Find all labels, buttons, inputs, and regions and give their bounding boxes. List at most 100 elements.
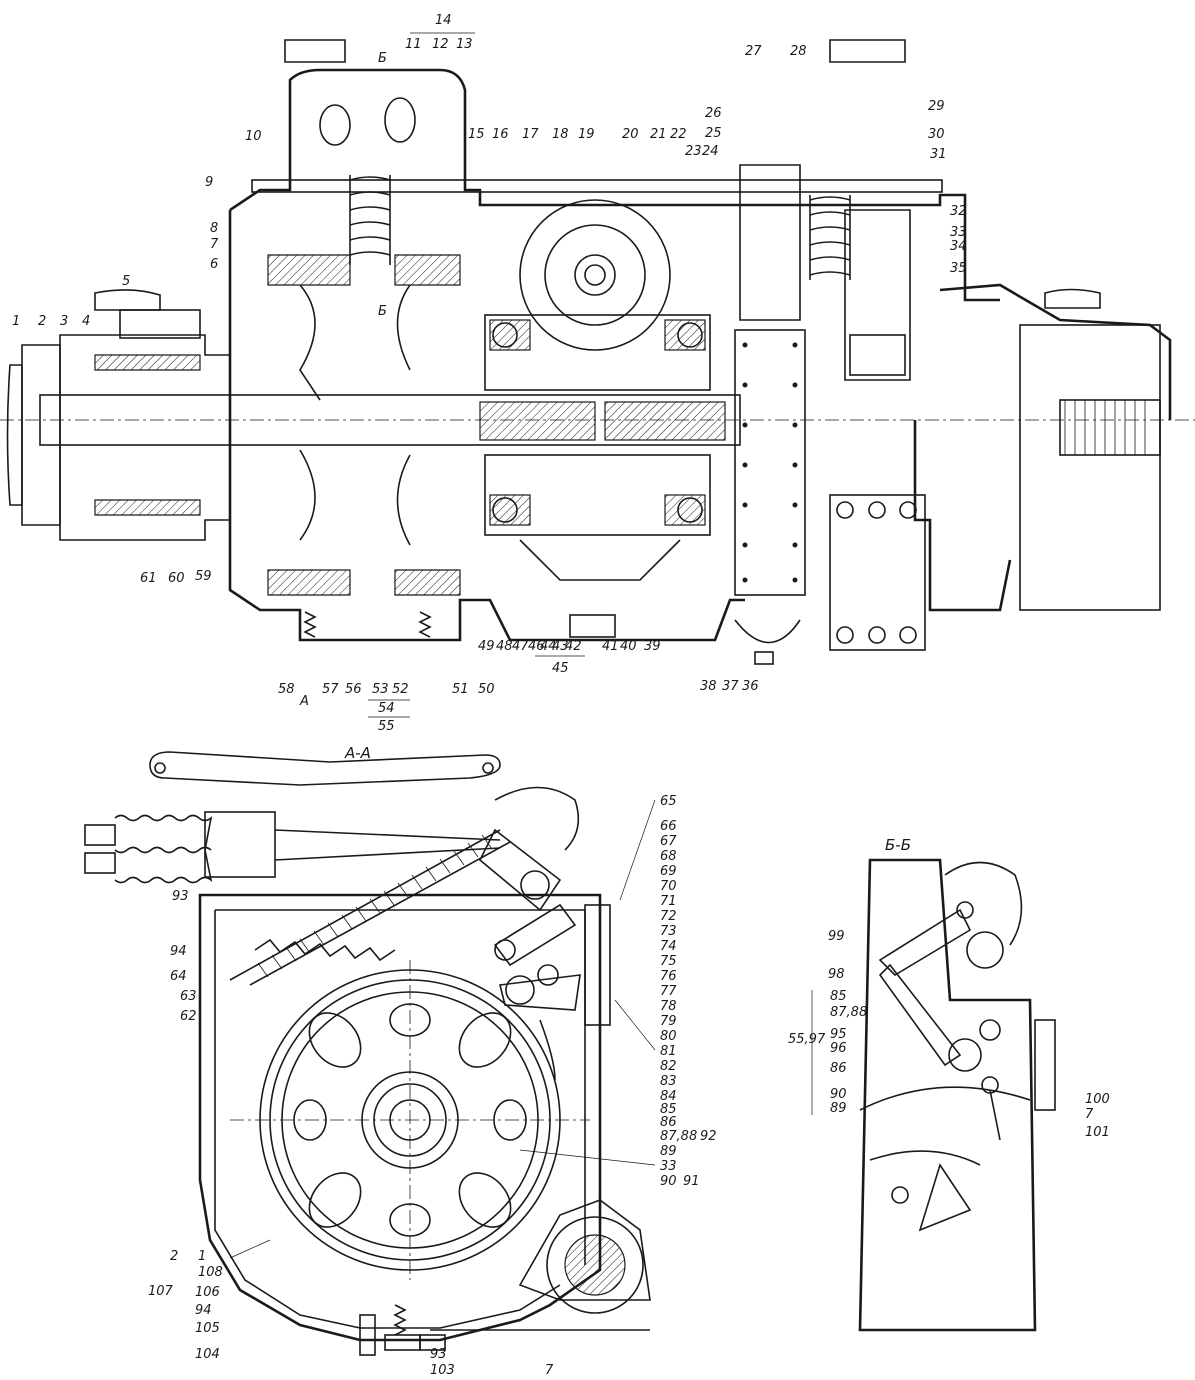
callout-label: 67 [660, 834, 677, 849]
callout-label: 37 [722, 679, 739, 694]
section-aa-title: А-А [344, 744, 371, 762]
cut-mark-a: А [299, 694, 309, 709]
callout-label: 92 [700, 1129, 717, 1144]
callout-label: 17 [522, 127, 539, 142]
callout-label: 57 [322, 682, 339, 697]
callout-label: 50 [478, 682, 495, 697]
callout-label: 93 [172, 889, 189, 904]
callout-label: 56 [345, 682, 362, 697]
callout-label: 66 [660, 819, 677, 834]
callout-label: 48 [496, 639, 513, 654]
callout-label: 12 [432, 37, 449, 52]
section-aa-view [84, 751, 651, 1356]
callout-label: 46 [528, 639, 545, 654]
callout-label: 2 [170, 1249, 178, 1264]
callout-label: 70 [660, 879, 677, 894]
callout-label: 14 [435, 13, 452, 28]
section-bb-view [858, 858, 1056, 1332]
callout-label: 99 [828, 929, 845, 944]
callout-label: 33 [660, 1159, 677, 1174]
callout-label: 3 [60, 314, 68, 329]
callout-label: 22 [670, 127, 687, 142]
callout-label: 51 [452, 682, 469, 697]
callout-label: 31 [930, 147, 947, 162]
callout-label: 59 [195, 569, 212, 584]
callout-label: 41 [602, 639, 619, 654]
callout-label: 85 [830, 989, 847, 1004]
callout-label: 30 [928, 127, 945, 142]
callout-label: 72 [660, 909, 677, 924]
callout-label: 7 [210, 237, 219, 252]
callout-label: 34 [950, 239, 967, 254]
callout-label: 87,88 [830, 1005, 867, 1020]
callout-label: 7 [1085, 1107, 1094, 1122]
bracket-holes [742, 342, 798, 583]
callout-label: 94 [170, 944, 187, 959]
callout-label: 60 [168, 571, 185, 586]
callout-label: 8 [210, 221, 218, 236]
right-spring [809, 195, 851, 280]
callout-label: 91 [683, 1174, 700, 1189]
callout-label: 15 [468, 127, 485, 142]
callout-label: 38 [700, 679, 717, 694]
callout-label: 81 [660, 1044, 677, 1059]
callout-label: 71 [660, 894, 677, 909]
callout-label: 24 [702, 144, 719, 159]
callout-label: 28 [790, 44, 807, 59]
callout-label: 55,97 [788, 1032, 826, 1047]
callout-label: 107 [148, 1284, 174, 1299]
callout-label: 36 [742, 679, 759, 694]
callout-label: 73 [660, 924, 677, 939]
section-bb-title: Б-Б [885, 836, 911, 854]
callout-label: 9 [205, 175, 213, 190]
callout-label: 86 [660, 1115, 677, 1130]
cut-mark-b-lower: Б [378, 304, 387, 319]
callout-label: 11 [405, 37, 422, 52]
callout-label: 63 [180, 989, 197, 1004]
callout-label: 40 [620, 639, 637, 654]
callout-label: 35 [950, 261, 967, 276]
callout-label: 52 [392, 682, 409, 697]
callout-label: 82 [660, 1059, 677, 1074]
callout-label: 49 [478, 639, 495, 654]
callout-label: 2 [38, 314, 46, 329]
cut-mark-b: Б [378, 51, 387, 66]
callout-label: 6 [210, 257, 218, 272]
callout-label: 75 [660, 954, 677, 969]
callout-label: 27 [745, 44, 762, 59]
callout-label: 68 [660, 849, 677, 864]
callout-label: 98 [828, 967, 845, 982]
callout-label: 44 [540, 639, 557, 654]
callout-label: 84 [660, 1089, 677, 1104]
callout-label: 104 [195, 1347, 220, 1362]
callout-label: 33 [950, 225, 967, 240]
callout-label: 42 [565, 639, 582, 654]
callout-label: 103 [430, 1363, 455, 1378]
callout-label: 96 [830, 1041, 847, 1056]
callout-label: 23 [685, 144, 702, 159]
callout-label: 94 [195, 1303, 212, 1318]
callout-label: 20 [622, 127, 639, 142]
callout-label: 74 [660, 939, 677, 954]
callout-label: 19 [578, 127, 595, 142]
callout-label: 65 [660, 794, 677, 809]
callout-label: 7 [545, 1363, 554, 1378]
callout-label: 55 [378, 719, 395, 734]
callout-label: 29 [928, 99, 945, 114]
callout-label: 89 [660, 1144, 677, 1159]
callout-label: 101 [1085, 1125, 1110, 1140]
callout-label: 76 [660, 969, 677, 984]
callout-label: 90 [830, 1087, 847, 1102]
callout-label: 58 [278, 682, 295, 697]
aa-callouts: 65 66 67 68 69 70 71 72 73 74 75 76 77 7… [148, 794, 717, 1378]
callout-label: 64 [170, 969, 187, 984]
callout-label: 87,88 [660, 1129, 697, 1144]
callout-label: 18 [552, 127, 569, 142]
callout-label: 47 [512, 639, 529, 654]
callout-label: 100 [1085, 1092, 1110, 1107]
left-spring [349, 175, 391, 265]
callout-label: 1 [12, 314, 20, 329]
callout-label: 54 [378, 701, 395, 716]
